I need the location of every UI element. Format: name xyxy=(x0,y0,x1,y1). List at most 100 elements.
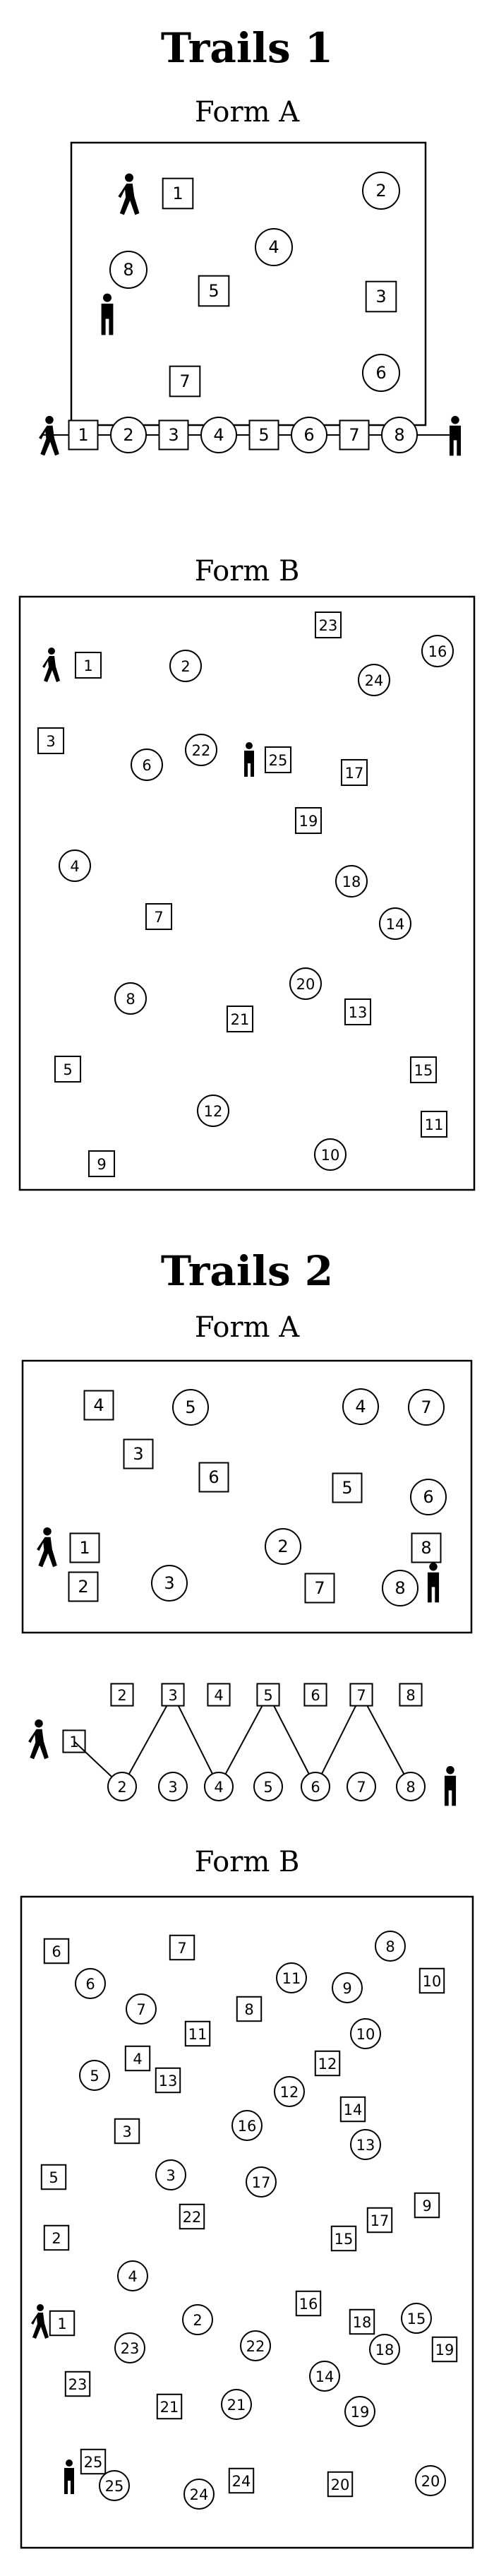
target-label: 19 xyxy=(435,2342,454,2359)
target-square-1: 1 xyxy=(49,2310,76,2337)
target-label: 16 xyxy=(299,2296,318,2313)
target-square-25: 25 xyxy=(80,2448,107,2475)
standing-person-icon xyxy=(449,415,462,456)
target-circle-shape xyxy=(421,635,454,667)
target-circle-shape xyxy=(172,1389,209,1426)
walking-person-icon xyxy=(118,173,140,215)
target-label: 25 xyxy=(269,752,288,769)
target-square-shape xyxy=(339,2096,366,2123)
target-label: 7 xyxy=(179,371,190,391)
target-label: 1 xyxy=(78,425,88,445)
target-circle-5: 5 xyxy=(79,2060,110,2091)
target-square-shape xyxy=(340,758,368,787)
target-square-shape xyxy=(169,1934,195,1961)
target-circle-19: 19 xyxy=(344,2396,375,2427)
target-circle-shape xyxy=(301,1772,330,1801)
trails-2-form-b-label: Form B xyxy=(195,1846,300,1878)
target-square-shape xyxy=(414,2192,440,2219)
target-label: 6 xyxy=(375,363,386,383)
target-circle-4: 4 xyxy=(204,1772,234,1801)
target-label: 7 xyxy=(177,1940,186,1957)
target-square-10: 10 xyxy=(418,1967,445,1994)
target-label: 23 xyxy=(121,2340,140,2357)
trails-2-form-a-panel xyxy=(21,1359,473,1634)
target-square-shape xyxy=(409,1056,438,1084)
target-label: 22 xyxy=(246,2338,265,2355)
target-label: 6 xyxy=(142,757,151,774)
target-circle-14: 14 xyxy=(379,907,411,940)
target-square-shape xyxy=(184,2020,211,2047)
target-circle-2: 2 xyxy=(169,650,202,682)
target-square-19: 19 xyxy=(431,2336,458,2363)
target-circle-5: 5 xyxy=(172,1389,209,1426)
target-label: 13 xyxy=(356,2137,375,2154)
target-square-7: 7 xyxy=(145,902,173,931)
standing-person-icon xyxy=(101,293,114,335)
target-square-shape xyxy=(68,419,99,451)
target-circle-shape xyxy=(362,354,400,392)
target-square-6: 6 xyxy=(43,1938,70,1964)
target-circle-13: 13 xyxy=(350,2129,381,2160)
target-circle-shape xyxy=(114,982,147,1015)
target-circle-shape xyxy=(265,1528,301,1565)
target-circle-6: 6 xyxy=(131,749,163,781)
target-circle-shape xyxy=(369,2334,400,2365)
target-square-shape xyxy=(123,1438,154,1469)
target-circle-shape xyxy=(197,1095,229,1127)
target-circle-3: 3 xyxy=(158,1772,188,1801)
target-circle-4: 4 xyxy=(255,228,293,266)
target-circle-8: 8 xyxy=(381,417,418,453)
target-circle-shape xyxy=(344,2396,375,2427)
target-label: 7 xyxy=(421,1397,431,1417)
target-square-5: 5 xyxy=(248,419,279,451)
target-label: 23 xyxy=(319,617,338,634)
target-circle-16: 16 xyxy=(231,2110,263,2141)
target-square-6: 6 xyxy=(303,1683,327,1707)
target-circle-shape xyxy=(110,417,147,453)
target-circle-shape xyxy=(332,1972,363,2003)
target-label: 21 xyxy=(227,2397,246,2414)
standing-person-icon xyxy=(427,1562,440,1603)
target-square-shape xyxy=(158,419,189,451)
target-square-6: 6 xyxy=(198,1462,229,1493)
target-square-1: 1 xyxy=(162,177,194,210)
target-square-17: 17 xyxy=(366,2207,393,2234)
target-square-3: 3 xyxy=(365,280,397,313)
target-label: 5 xyxy=(90,2068,99,2085)
target-square-shape xyxy=(161,1683,185,1707)
target-label: 6 xyxy=(423,1487,433,1507)
target-square-shape xyxy=(431,2336,458,2363)
target-square-3: 3 xyxy=(161,1683,185,1707)
target-circle-15: 15 xyxy=(401,2303,432,2334)
target-label: 8 xyxy=(394,1578,405,1598)
target-circle-shape xyxy=(375,1931,406,1962)
target-square-19: 19 xyxy=(294,806,323,835)
target-label: 22 xyxy=(192,742,211,759)
target-circle-shape xyxy=(401,2303,432,2334)
target-circle-3: 3 xyxy=(151,1565,188,1602)
target-square-shape xyxy=(69,1532,100,1563)
target-label: 3 xyxy=(375,287,386,306)
target-square-shape xyxy=(399,1683,423,1707)
target-circle-shape xyxy=(231,2110,263,2141)
target-label: 6 xyxy=(303,425,314,445)
target-label: 12 xyxy=(280,2084,299,2101)
target-circle-shape xyxy=(350,2018,381,2049)
target-label: 10 xyxy=(356,2026,375,2043)
target-label: 17 xyxy=(370,2212,390,2229)
target-label: 3 xyxy=(122,2123,131,2140)
target-square-17: 17 xyxy=(340,758,368,787)
target-circle-shape xyxy=(415,2465,446,2496)
trails-2-form-a-label: Form A xyxy=(195,1311,300,1344)
target-square-shape xyxy=(344,998,372,1026)
target-circle-11: 11 xyxy=(276,1962,307,1993)
target-square-shape xyxy=(145,902,173,931)
target-label: 20 xyxy=(331,2476,350,2493)
target-circle-8: 8 xyxy=(382,1570,418,1606)
target-label: 3 xyxy=(168,1687,177,1704)
target-circle-20: 20 xyxy=(289,967,322,1000)
target-circle-shape xyxy=(335,865,368,898)
target-circle-2: 2 xyxy=(110,417,147,453)
target-label: 17 xyxy=(345,765,364,782)
